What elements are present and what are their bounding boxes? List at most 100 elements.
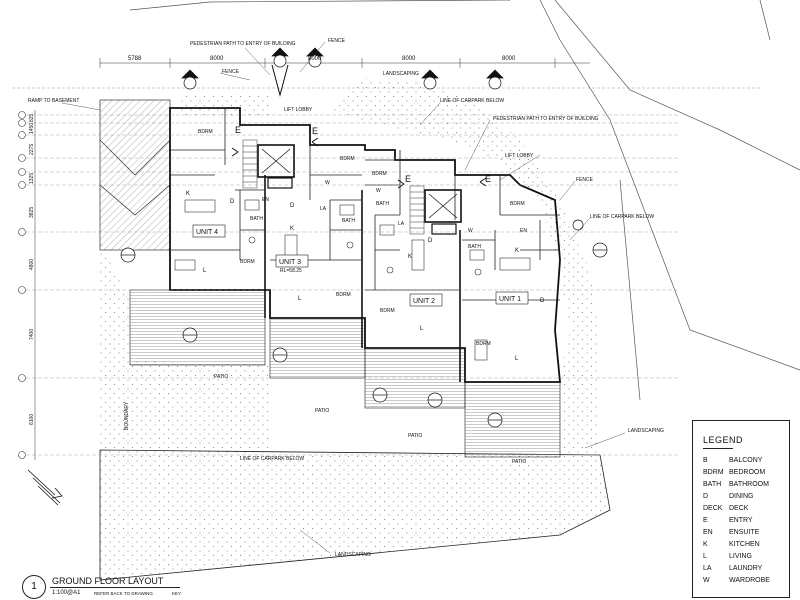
- leader-lines: [61, 41, 626, 554]
- callout-ped-path: PEDESTRIAN PATH TO ENTRY OF BUILDING: [190, 41, 296, 47]
- room-bdrm: BDRM: [372, 171, 387, 177]
- room-l: L: [298, 296, 302, 302]
- entry-arrows: [231, 64, 487, 189]
- callout-fence: FENCE: [222, 69, 240, 75]
- legend-code: EN: [703, 529, 713, 536]
- grid-bubbles: [18, 111, 26, 459]
- room-bath: BATH: [468, 244, 481, 250]
- patio-label: PATIO: [214, 374, 228, 380]
- room-k: K: [515, 248, 519, 254]
- drawing-scale: 1:100@A1: [52, 590, 81, 596]
- legend-code: LA: [703, 565, 712, 572]
- unit-2-label: UNIT 2: [413, 298, 435, 305]
- room-d: D: [290, 203, 295, 209]
- callout-ramp: RAMP TO BASEMENT: [28, 98, 79, 104]
- dim-left-7: 7400: [29, 329, 35, 340]
- dim-left-1: 825: [29, 113, 35, 122]
- dim-left-8: 6100: [29, 414, 35, 425]
- callout-boundary: BOUNDARY: [124, 401, 130, 430]
- lift-cores: [257, 144, 462, 235]
- drawing-title: GROUND FLOOR LAYOUT: [52, 576, 164, 586]
- legend-item: L LIVING: [703, 553, 787, 560]
- legend-code: BATH: [703, 481, 722, 488]
- patio-label: PATIO: [315, 408, 329, 414]
- legend-meaning: BALCONY: [729, 457, 763, 464]
- legend-divider: [703, 448, 733, 449]
- dim-left-6: 4800: [29, 259, 35, 270]
- room-l: L: [420, 326, 424, 332]
- room-d: D: [230, 199, 235, 205]
- legend-code: E: [703, 517, 708, 524]
- callout-fence: FENCE: [328, 38, 346, 44]
- room-k: K: [408, 254, 412, 260]
- dim-top-4: 8000: [402, 56, 416, 62]
- legend-code: BDRM: [703, 469, 724, 476]
- legend-meaning: LIVING: [729, 553, 752, 560]
- landscaping-areas: [99, 78, 611, 581]
- unit-labels: UNIT 4 UNIT 3 UNIT 2 UNIT 1: [192, 224, 529, 307]
- patio-label: PATIO: [408, 433, 422, 439]
- entry-e: E: [405, 174, 411, 184]
- callout-landscaping: LANDSCAPING: [383, 71, 419, 77]
- room-bdrm: BDRM: [510, 201, 525, 207]
- room-bdrm: BDRM: [198, 129, 213, 135]
- legend-item: E ENTRY: [703, 517, 787, 524]
- patio-label: PATIO: [512, 459, 526, 465]
- room-l: L: [203, 268, 207, 274]
- callout-carpark-line: LINE OF CARPARK BELOW: [440, 98, 504, 104]
- internal-walls: [170, 108, 560, 301]
- legend-item: DECK DECK: [703, 505, 787, 512]
- legend-code: W: [703, 577, 710, 584]
- callout-carpark-line: LINE OF CARPARK BELOW: [240, 456, 304, 462]
- room-labels: BDRM BDRM BDRM BDRM BDRM BDRM BDRM BDRM …: [186, 125, 545, 362]
- entry-e: E: [485, 174, 491, 184]
- entry-e: E: [235, 125, 241, 135]
- legend-item: EN ENSUITE: [703, 529, 787, 536]
- room-bdrm: BDRM: [340, 156, 355, 162]
- dim-top-3: 8000: [308, 56, 322, 62]
- room-la: LA: [398, 221, 405, 227]
- room-bdrm: BDRM: [336, 292, 351, 298]
- legend-meaning: BEDROOM: [729, 469, 766, 476]
- title-block: 1 GROUND FLOOR LAYOUT 1:100@A1 REFER BAC…: [0, 565, 260, 600]
- legend-meaning: BATHROOM: [729, 481, 769, 488]
- dim-left-5: 3825: [29, 207, 35, 218]
- callout-ped-path: PEDESTRIAN PATH TO ENTRY OF BUILDING: [493, 116, 599, 122]
- dimension-text: 5788 8000 8000 8000 8000 825 1450 2275 1…: [29, 56, 516, 425]
- legend-meaning: ENTRY: [729, 517, 753, 524]
- ramp-to-basement: [99, 99, 171, 251]
- legend-item: BATH BATHROOM: [703, 481, 787, 488]
- drawing-number: 1: [22, 575, 46, 599]
- legend-item: LA LAUNDRY: [703, 565, 787, 572]
- legend-code: D: [703, 493, 709, 500]
- room-bdrm: BDRM: [476, 341, 491, 347]
- room-w: W: [325, 180, 330, 186]
- room-en: EN: [262, 197, 269, 203]
- room-d: D: [428, 238, 433, 244]
- dim-top-5: 8000: [502, 56, 516, 62]
- unit-4-label: UNIT 4: [196, 229, 218, 236]
- room-bath: BATH: [250, 216, 263, 222]
- title-underline: [50, 587, 180, 588]
- legend-meaning: LAUNDRY: [729, 565, 763, 572]
- room-en: EN: [520, 228, 527, 234]
- legend-meaning: DECK: [729, 505, 749, 512]
- room-w: W: [468, 228, 473, 234]
- legend-code: DECK: [703, 505, 723, 512]
- room-w: W: [376, 188, 381, 194]
- room-d: D: [540, 298, 545, 304]
- legend-item: BDRM BEDROOM: [703, 469, 787, 476]
- callout-lift-lobby: LIFT LOBBY: [284, 107, 313, 113]
- legend-meaning: ENSUITE: [729, 529, 760, 536]
- callout-landscaping: LANDSCAPING: [628, 428, 664, 434]
- room-k: K: [290, 226, 294, 232]
- unit-3-label: UNIT 3: [279, 259, 301, 266]
- entry-e: E: [312, 126, 318, 136]
- dim-left-2: 1450: [29, 123, 35, 134]
- legend-code: L: [703, 553, 707, 560]
